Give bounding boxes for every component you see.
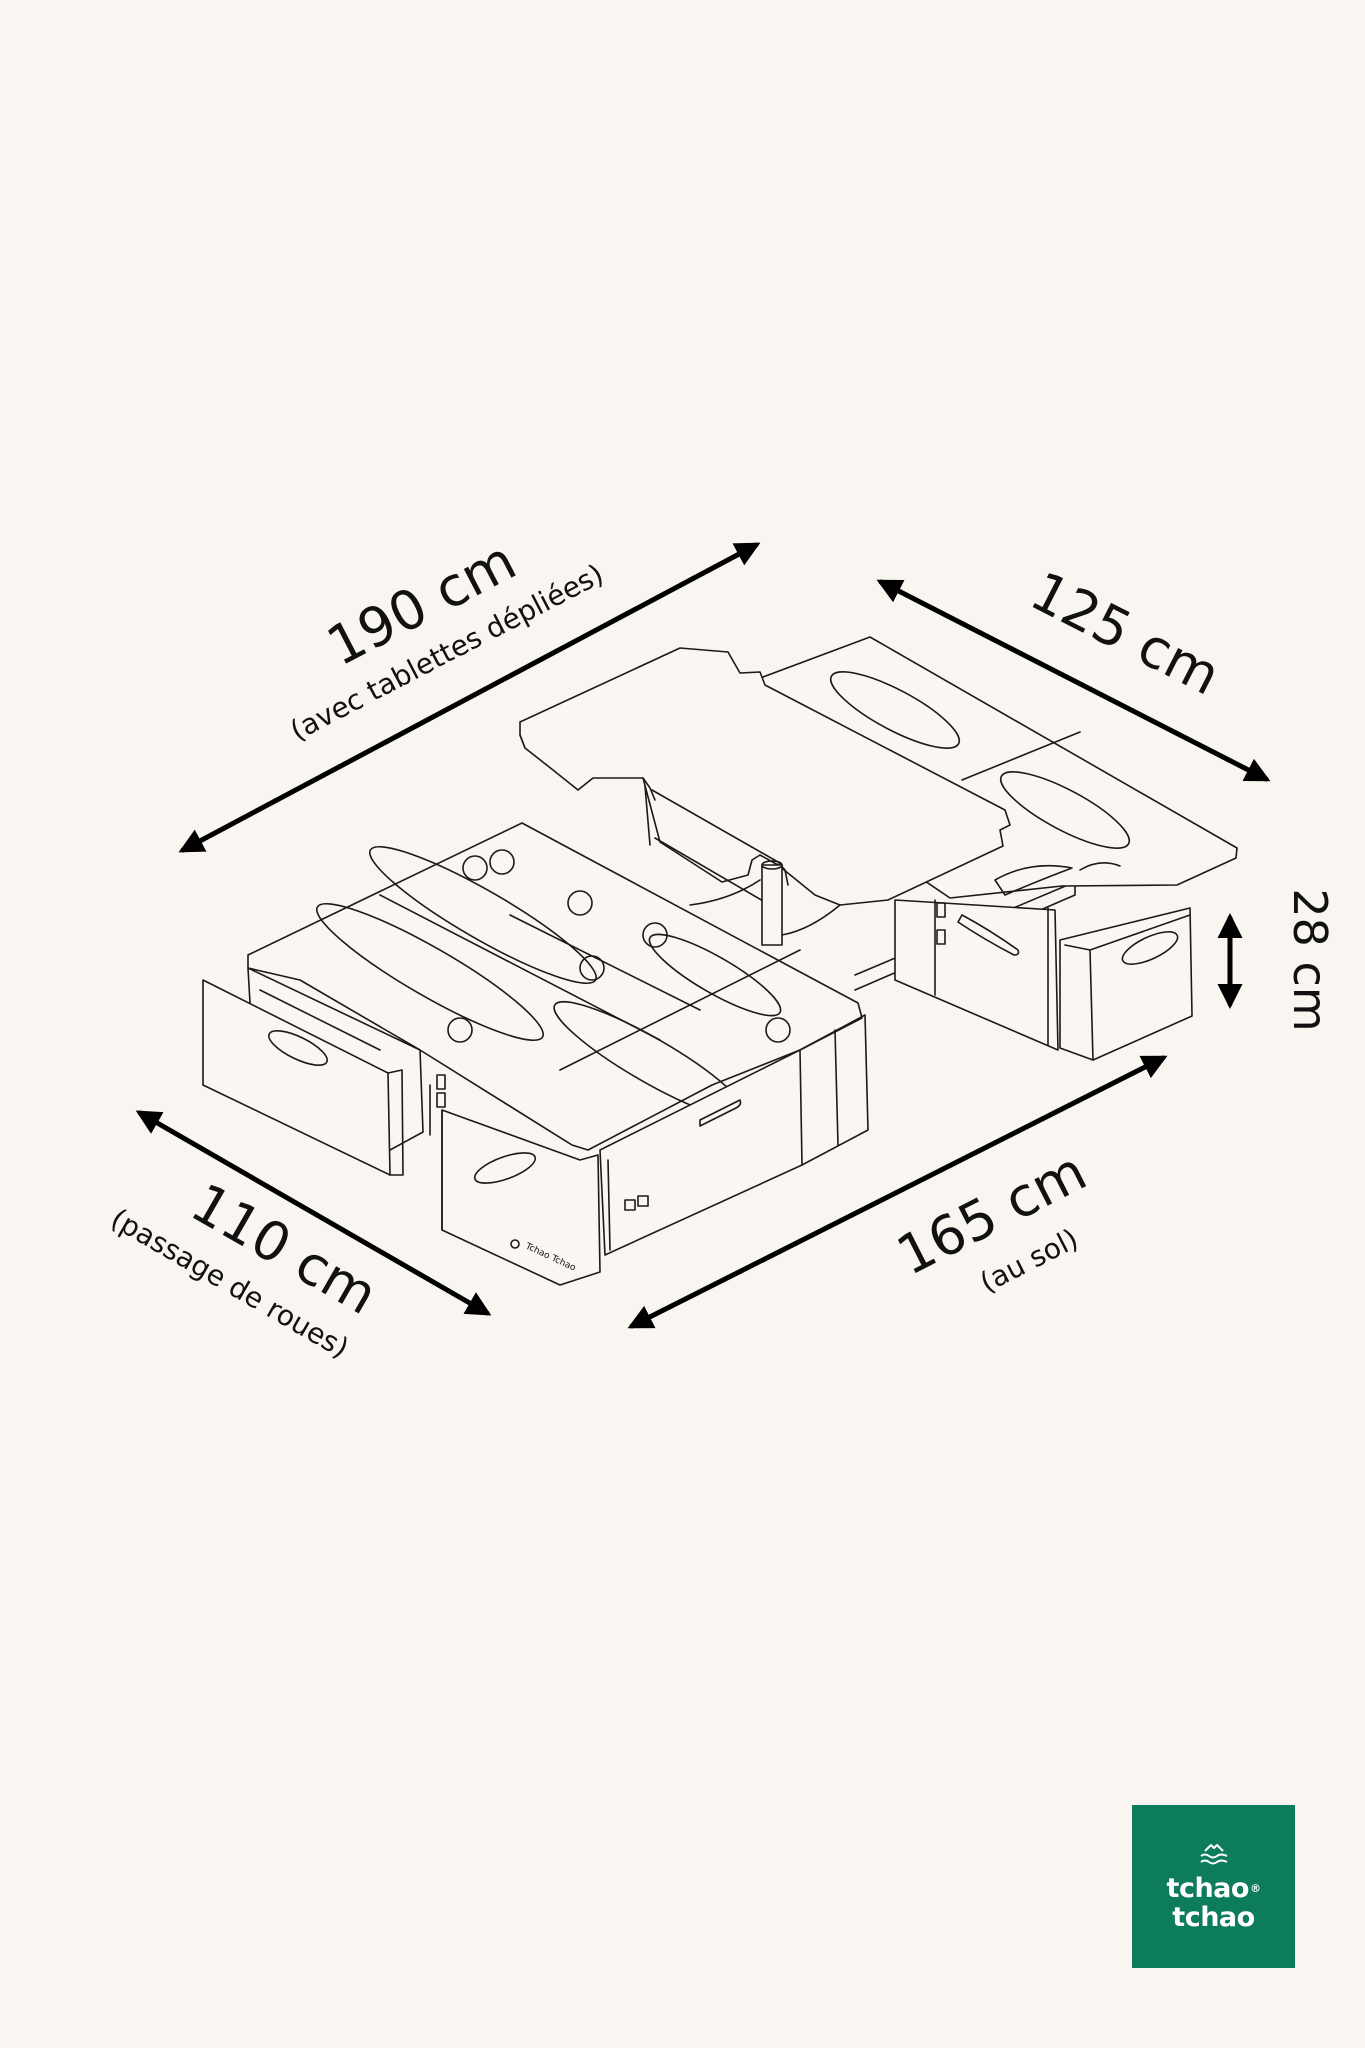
brand-name-line2: tchao [1172, 1901, 1255, 1933]
label-28-value: 28 cm [1283, 888, 1337, 1031]
label-125: 125 cm [1021, 559, 1230, 707]
label-28: 28 cm [1283, 888, 1337, 1031]
arrow-110 [135, 1110, 492, 1316]
label-125-value: 125 cm [1021, 559, 1230, 707]
waves-mountain-icon [1199, 1843, 1227, 1864]
arrow-190 [178, 542, 761, 853]
registered-mark: ® [1249, 1881, 1261, 1895]
brand-name-line1: tchao® [1166, 1872, 1261, 1904]
arrow-165 [627, 1055, 1168, 1329]
brand-logo: tchao® tchao [1132, 1805, 1295, 1968]
arrow-125 [876, 579, 1271, 782]
label-165: 165 cm (au sol) [887, 1139, 1096, 1299]
